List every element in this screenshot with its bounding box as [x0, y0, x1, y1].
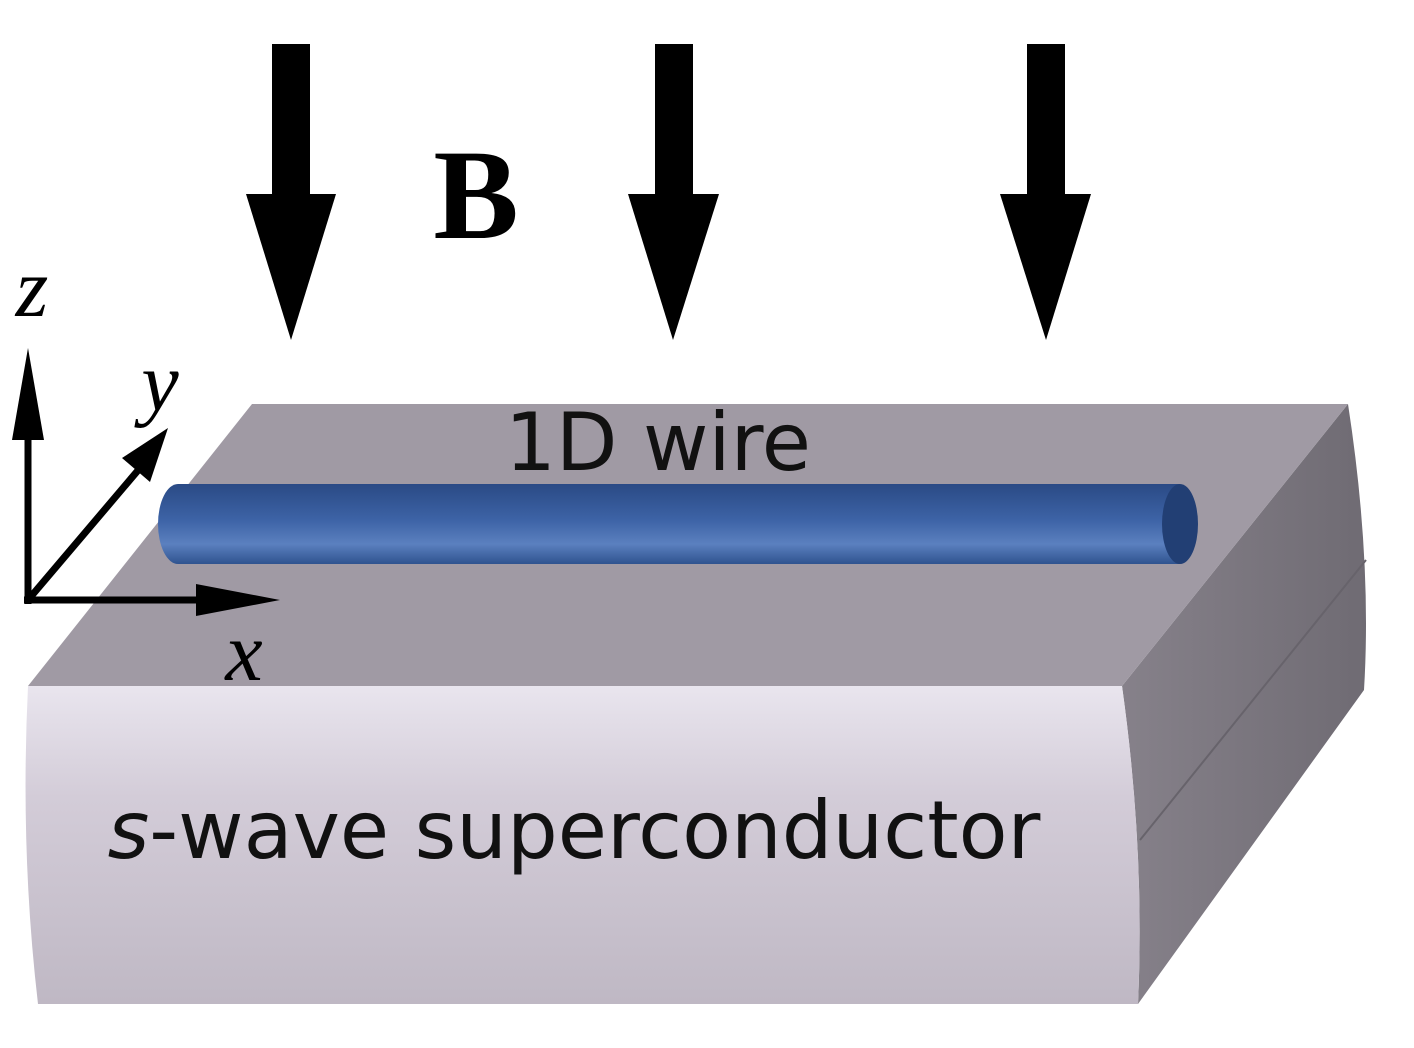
block-side-edge-line: [1139, 559, 1367, 841]
field-arrow: [1000, 44, 1091, 340]
coordinate-axes: [12, 348, 280, 616]
block-side-face: [1122, 404, 1366, 1004]
field-arrow: [628, 44, 719, 340]
field-label: B: [433, 124, 518, 266]
x-axis-arrowhead: [196, 584, 280, 616]
wire-label: 1D wire: [505, 396, 811, 489]
superconductor-label-rest: -wave superconductor: [149, 784, 1040, 877]
field-arrows: [246, 44, 1091, 340]
y-axis-line: [25, 465, 143, 603]
x-axis-label: x: [223, 606, 262, 699]
z-axis-arrowhead: [12, 348, 44, 440]
superconductor-label: s-wave superconductor: [108, 784, 1041, 877]
z-axis-label: z: [15, 242, 49, 335]
y-axis-label: y: [133, 336, 179, 429]
superconductor-label-s: s: [108, 784, 150, 877]
wire: [158, 484, 1198, 564]
wire-right-cap: [1162, 484, 1198, 564]
wire-left-end: [158, 484, 198, 564]
y-axis-arrowhead: [122, 428, 168, 482]
wire-body: [178, 484, 1180, 564]
block-front-face: [25, 686, 1140, 1004]
field-arrow: [246, 44, 336, 340]
